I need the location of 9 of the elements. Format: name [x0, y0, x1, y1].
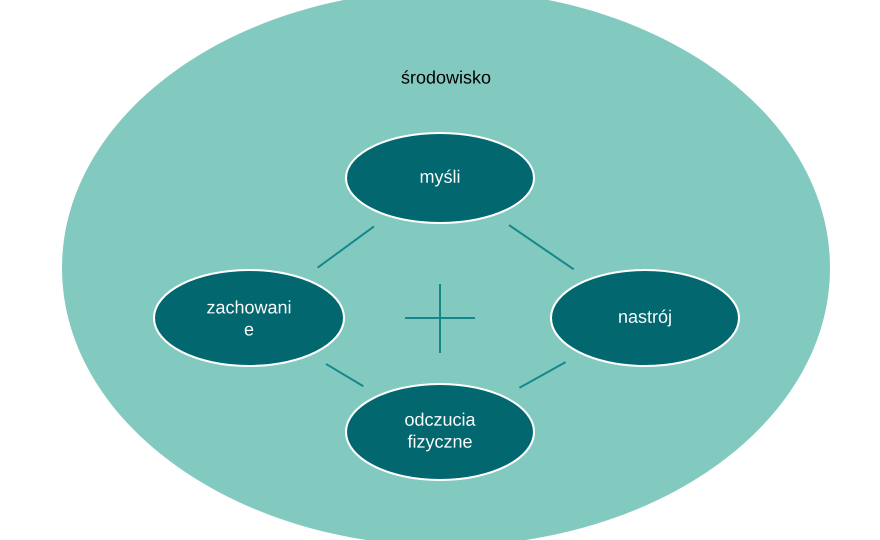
ellipse-node: odczucia fizyczne — [345, 383, 535, 481]
connector-line — [518, 361, 566, 389]
ellipse-node: zachowani e — [153, 269, 345, 367]
heading: środowisko — [402, 70, 490, 84]
connector-line — [508, 224, 574, 270]
ellipse-node: myśli — [345, 132, 535, 224]
connector-line — [325, 363, 364, 388]
connector-line — [316, 226, 375, 269]
ellipse-node: nastrój — [550, 269, 740, 367]
